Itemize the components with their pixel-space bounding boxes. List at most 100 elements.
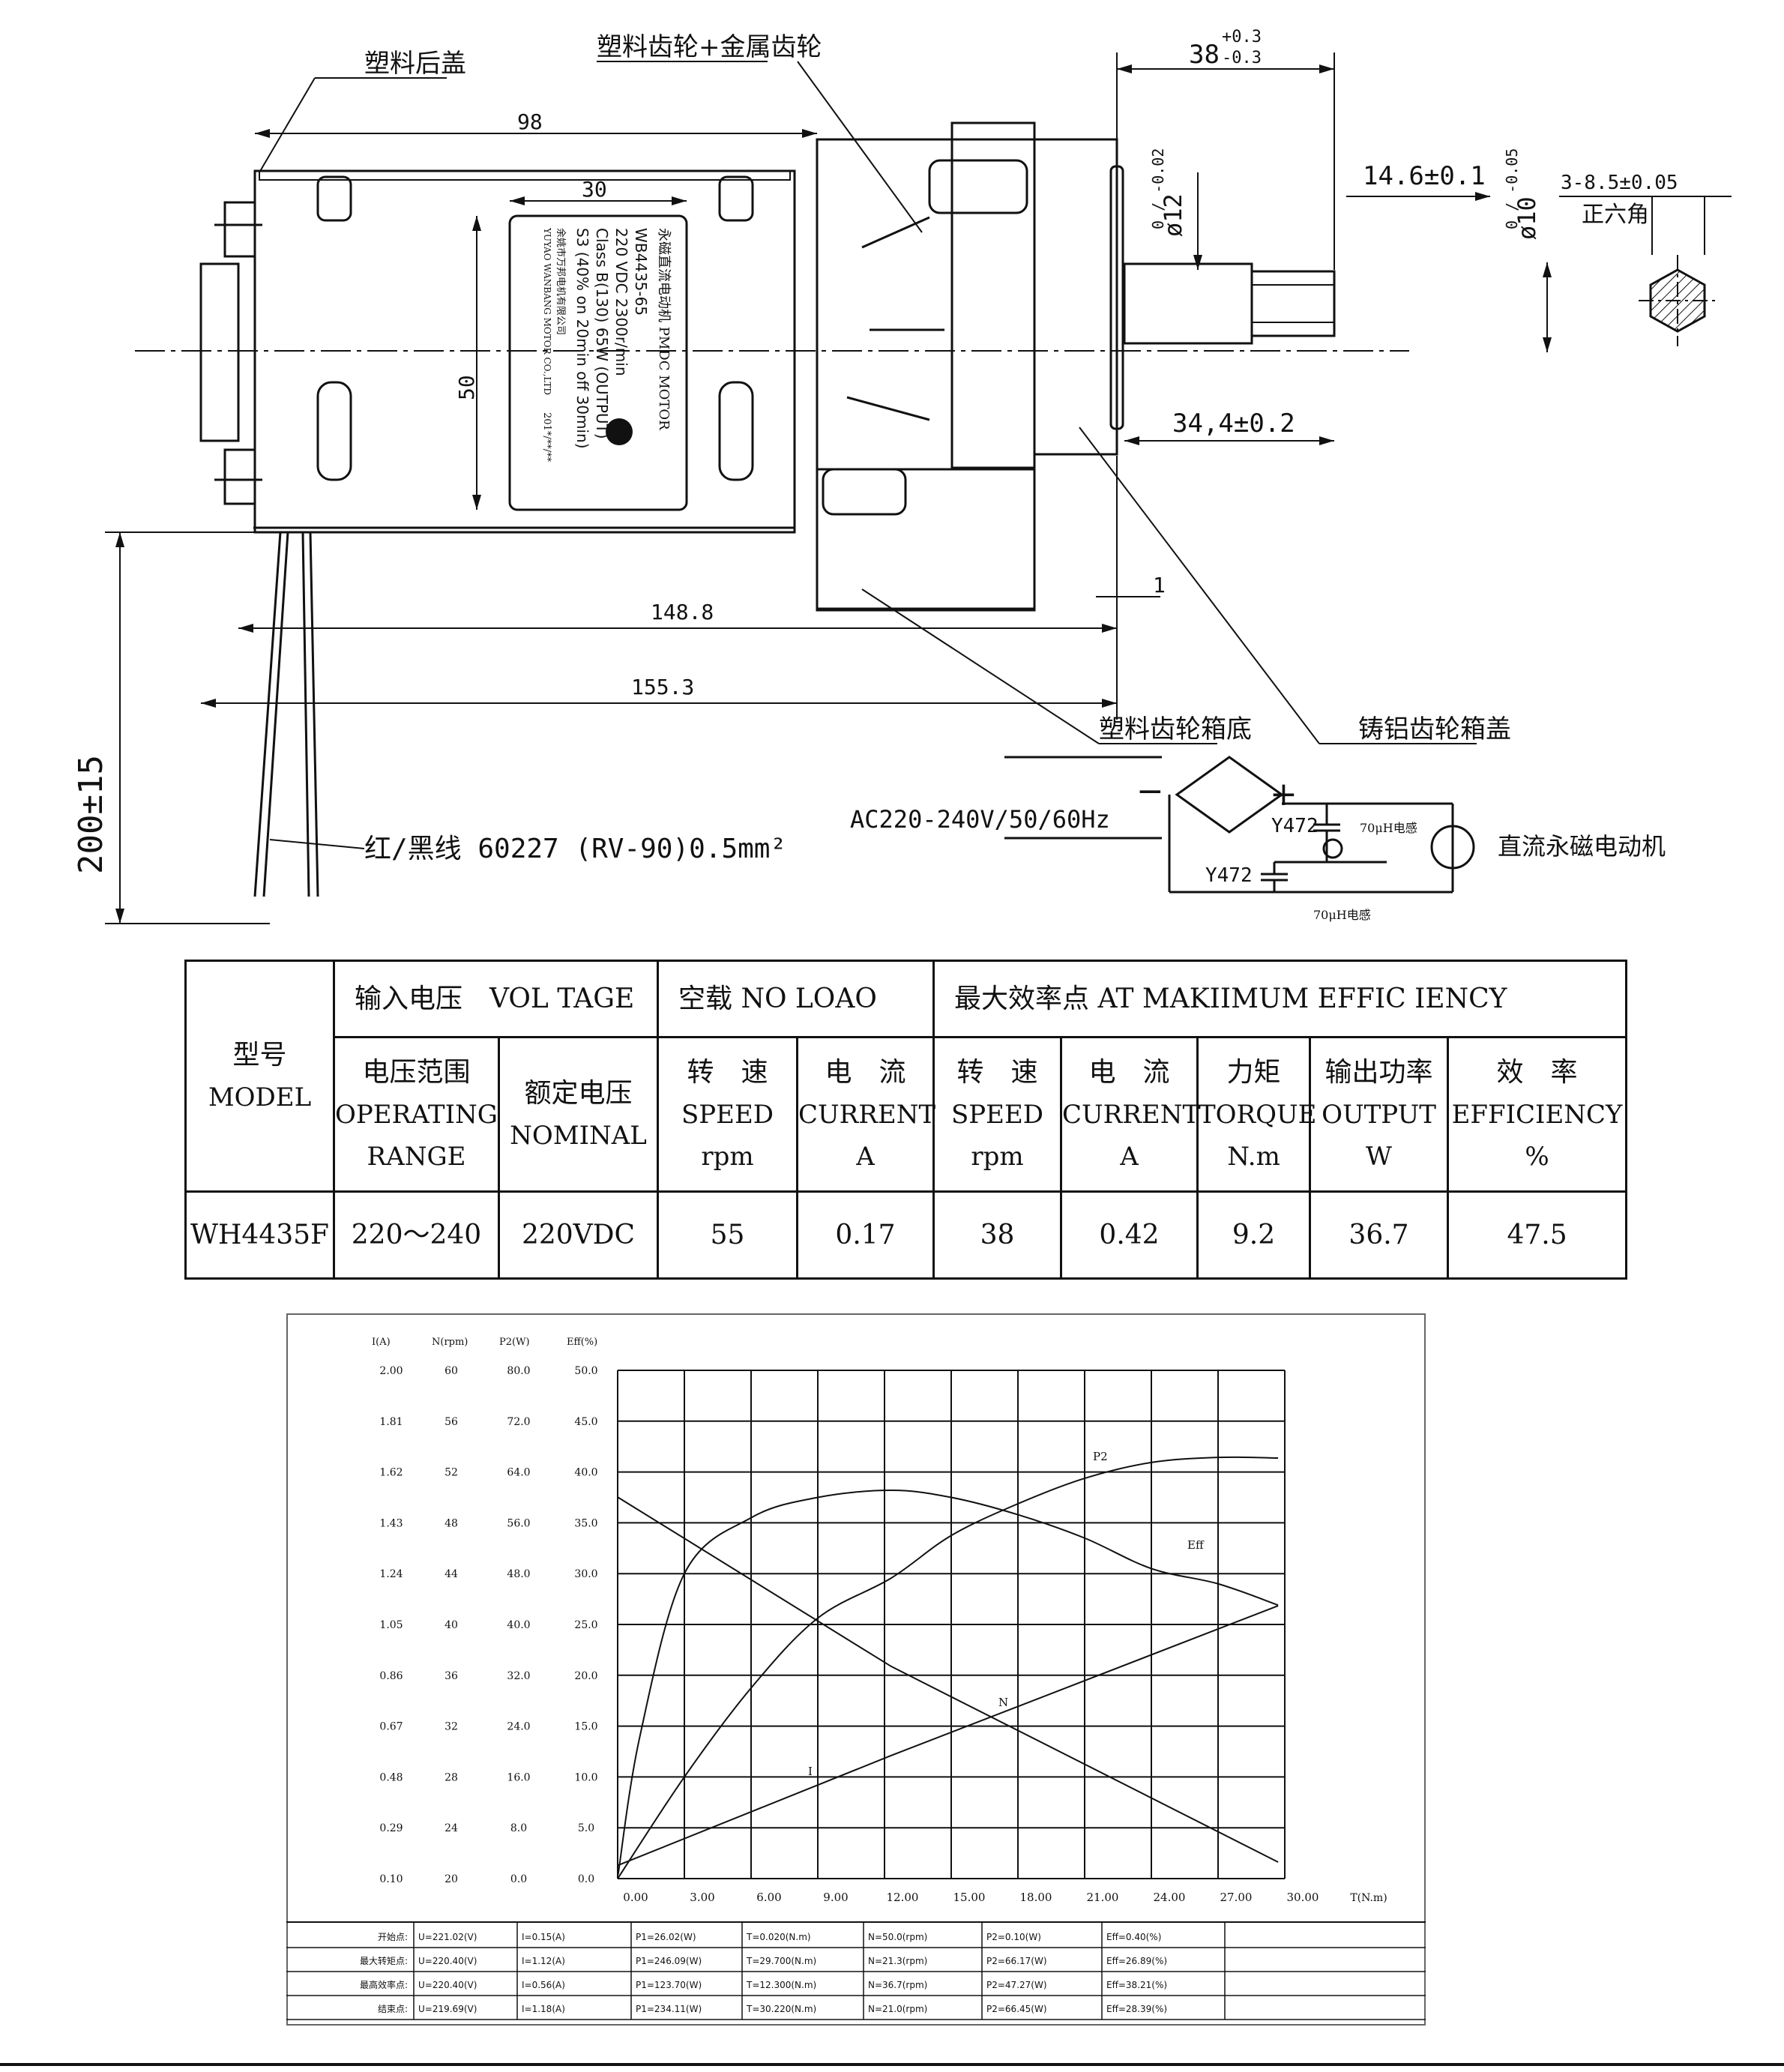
hex-note: 3-8.5±0.05	[1561, 172, 1678, 194]
nameplate-rating: 220 VDC 2300r/min	[612, 228, 630, 376]
model-header-en: MODEL	[208, 1082, 312, 1112]
dim-148: 148.8	[651, 600, 714, 624]
x-tick-label: 6.00	[756, 1891, 781, 1904]
me-current-cn: 电 流	[1088, 1056, 1170, 1088]
y-tick-label: 0.10	[379, 1873, 403, 1885]
nl-speed-unit: rpm	[701, 1141, 754, 1172]
y-tick-label: 52	[445, 1467, 458, 1479]
rear-cover	[199, 172, 262, 532]
me-speed-unit: rpm	[971, 1141, 1024, 1172]
y-tick-label: 20.0	[574, 1670, 597, 1682]
y-tick-label: 56.0	[507, 1517, 530, 1529]
results-cell: I=0.56(A)	[522, 1980, 565, 1990]
nameplate: 永磁直流电动机 PMDC MOTOR WB4435-65 220 VDC 230…	[508, 214, 688, 511]
dim-98: 98	[517, 109, 543, 134]
results-cell: I=0.15(A)	[522, 1932, 565, 1942]
x-tick-label: 15.00	[953, 1891, 986, 1904]
dim-38-tol-minus: -0.3	[1222, 49, 1262, 67]
results-cell: Eff=26.89(%)	[1106, 1956, 1167, 1966]
dim-30: 30	[582, 177, 607, 202]
y-tick-label: 0.67	[379, 1721, 403, 1733]
nameplate-model: WB4435-65	[632, 228, 650, 316]
y-tick-label: 24	[445, 1822, 458, 1834]
series-label-eff: Eff	[1187, 1538, 1205, 1552]
results-cell: T=30.220(N.m)	[746, 2004, 816, 2014]
results-cell: P2=66.45(W)	[986, 2004, 1047, 2014]
nl-current-unit: A	[856, 1141, 875, 1172]
results-cell: I=1.12(A)	[522, 1956, 565, 1966]
y-tick-label: 36	[445, 1670, 458, 1682]
results-cell: P1=123.70(W)	[636, 1980, 702, 1990]
series-n-line	[618, 1496, 1279, 1863]
y-tick-label: 2.00	[379, 1365, 403, 1377]
x-tick-label: 30.00	[1287, 1891, 1319, 1904]
circuit-supply: AC220-240V/50/60Hz	[850, 805, 1110, 834]
y-axis-header: P2(W)	[499, 1337, 530, 1348]
cell-me-eff: 47.5	[1446, 1190, 1628, 1280]
eff-en: EFFICIENCY	[1451, 1099, 1623, 1130]
y-tick-label: 80.0	[507, 1365, 530, 1377]
dim-phi10: ø10	[1513, 196, 1541, 240]
dimension-lines	[105, 52, 1732, 924]
series-label-i: I	[808, 1765, 813, 1778]
cell-me-current: 0.42	[1060, 1190, 1199, 1280]
label-wire: 红/黑线 60227 (RV-90)0.5mm²	[364, 834, 786, 864]
max-eff-header: 最大效率点 AT MAKIIMUM EFFIC IENCY	[932, 960, 1628, 1038]
torque-en: TORQUE	[1199, 1099, 1317, 1130]
dim-phi12-tol: 0 / -0.02	[1149, 148, 1167, 229]
y-tick-label: 32	[445, 1721, 458, 1733]
results-cell: N=36.7(rpm)	[868, 1980, 927, 1990]
y-tick-label: 5.0	[578, 1822, 594, 1834]
y-tick-label: 40.0	[574, 1467, 597, 1479]
results-cell: P2=0.10(W)	[986, 1932, 1041, 1942]
output-header: 输出功率 OUTPUT W	[1309, 1036, 1449, 1193]
results-cell: I=1.18(A)	[522, 2004, 565, 2014]
no-load-header: 空载 NO LOAO	[657, 960, 935, 1038]
results-cell: T=0.020(N.m)	[746, 1932, 811, 1942]
x-tick-label: 24.00	[1154, 1891, 1186, 1904]
circuit-ind2: 70μH电感	[1313, 908, 1371, 922]
eff-cn: 效 率	[1496, 1056, 1578, 1088]
lead-wires	[253, 531, 319, 897]
dim-155: 155.3	[631, 675, 694, 699]
me-current-en: CURRENT	[1062, 1099, 1200, 1130]
dim-1: 1	[1153, 573, 1166, 597]
me-speed-header: 转 速 SPEED rpm	[932, 1036, 1062, 1193]
results-cell: 最大转矩点:	[360, 1955, 408, 1966]
cell-me-torque: 9.2	[1196, 1190, 1311, 1280]
output-shaft	[1123, 262, 1336, 345]
results-cell: N=21.3(rpm)	[868, 1956, 927, 1966]
y-tick-label: 72.0	[507, 1416, 530, 1428]
range-cn: 电压范围	[362, 1056, 471, 1088]
y-tick-label: 30.0	[574, 1568, 597, 1580]
circuit-motor-label: 直流永磁电动机	[1498, 832, 1666, 861]
series-i-line	[618, 1605, 1279, 1867]
label-gears: 塑料齿轮+金属齿轮	[597, 32, 822, 62]
motor-drawing: 永磁直流电动机 PMDC MOTOR WB4435-65 220 VDC 230…	[72, 28, 1732, 924]
y-tick-label: 45.0	[574, 1416, 597, 1428]
nameplate-duty: S3 (40% on 20min off 30min)	[573, 228, 591, 449]
y-tick-label: 1.81	[379, 1416, 403, 1428]
results-cell: U=221.02(V)	[418, 1932, 477, 1942]
performance-chart: I(A)0.100.290.480.670.861.051.241.431.62…	[286, 1337, 1426, 2020]
nameplate-company-cn: 余姚市万邦电机有限公司	[555, 228, 567, 335]
circuit-cap1: Y472	[1271, 815, 1319, 837]
torque-unit: N.m	[1227, 1141, 1280, 1172]
gearbox	[816, 121, 1124, 612]
y-tick-label: 64.0	[507, 1467, 530, 1479]
x-tick-label: 9.00	[823, 1891, 848, 1904]
cell-me-output: 36.7	[1309, 1190, 1449, 1280]
y-tick-label: 1.24	[379, 1568, 403, 1580]
results-cell: U=220.40(V)	[418, 1956, 477, 1966]
y-tick-label: 48	[445, 1517, 458, 1529]
cell-nl-speed: 55	[657, 1190, 798, 1280]
range-en1: OPERATING	[335, 1099, 498, 1130]
y-tick-label: 1.62	[379, 1467, 403, 1479]
results-cell: 最高效率点:	[360, 1979, 408, 1990]
results-cell: Eff=38.21(%)	[1106, 1980, 1167, 1990]
nominal-en: NOMINAL	[510, 1120, 647, 1151]
nameplate-title: 永磁直流电动机 PMDC MOTOR	[656, 228, 672, 430]
range-en2: RANGE	[367, 1141, 466, 1172]
y-tick-label: 25.0	[574, 1619, 597, 1631]
cell-nominal: 220VDC	[498, 1190, 659, 1280]
